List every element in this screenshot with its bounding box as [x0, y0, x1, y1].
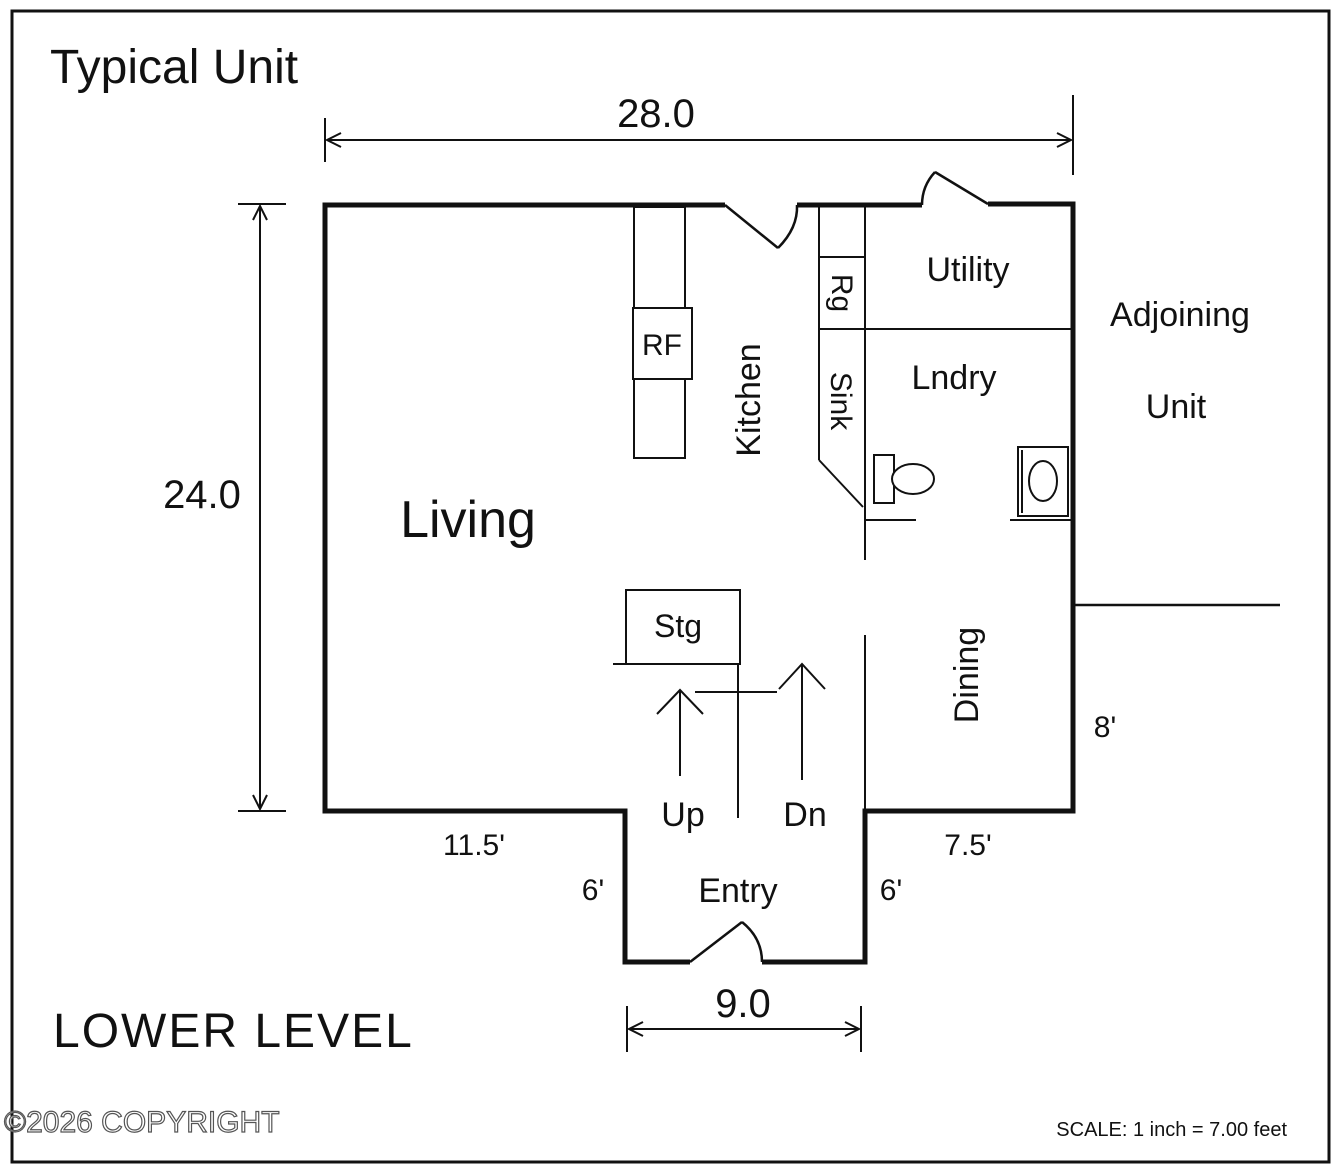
- left-front-dimension: 11.5': [443, 829, 505, 862]
- range-sink-counter: Rg Sink: [818, 207, 866, 508]
- storage: Stg: [625, 589, 741, 665]
- depth-label: 24.0: [163, 473, 241, 517]
- refrigerator: [632, 307, 693, 380]
- entry-left-dimension: 6': [582, 874, 604, 907]
- utility-door: [920, 170, 989, 206]
- room-dining: Dining: [948, 627, 986, 723]
- range: [818, 256, 866, 330]
- kitchen-door: [724, 204, 799, 249]
- level-label: LOWER LEVEL: [53, 1005, 414, 1058]
- scale-note: SCALE: 1 inch = 7.00 feet: [1056, 1119, 1287, 1141]
- adjoining-label-2: Unit: [1146, 388, 1207, 426]
- sink-label: Sink: [824, 372, 857, 431]
- room-living: Living: [400, 491, 536, 549]
- room-entry: Entry: [698, 872, 777, 910]
- width-label: 28.0: [617, 92, 695, 136]
- right-side-dimension: 8': [1094, 711, 1116, 744]
- stair-up-arrow: [656, 688, 704, 776]
- stair-down-label: Dn: [783, 796, 826, 834]
- plan-title: Typical Unit: [50, 41, 298, 94]
- entry-width-dimension: 9.0: [626, 982, 862, 1052]
- room-kitchen: Kitchen: [730, 343, 768, 456]
- range-label: Rg: [825, 274, 858, 312]
- adjoining-label-1: Adjoining: [1110, 296, 1250, 334]
- toilet-icon: [873, 454, 935, 504]
- stair-up-label: Up: [661, 796, 704, 834]
- entry-right-dimension: 6': [880, 874, 902, 907]
- entry-width-label: 9.0: [715, 982, 771, 1026]
- depth-dimension: 24.0: [163, 203, 286, 812]
- width-dimension: 28.0: [324, 92, 1074, 175]
- washer-icon: [1017, 446, 1069, 517]
- stair-down-arrow: [778, 662, 826, 780]
- copyright-watermark: ©2026 COPYRIGHT: [4, 1106, 280, 1139]
- exterior-walls: [322, 201, 1280, 965]
- refrigerator-label: RF: [642, 329, 682, 362]
- right-front-dimension: 7.5': [944, 829, 991, 862]
- room-laundry: Lndry: [911, 359, 996, 397]
- room-utility: Utility: [926, 251, 1009, 289]
- page-border: [10, 9, 1331, 1164]
- storage-label: Stg: [654, 608, 702, 644]
- refrigerator-counter: RF: [632, 206, 693, 459]
- entry-door: [689, 921, 764, 963]
